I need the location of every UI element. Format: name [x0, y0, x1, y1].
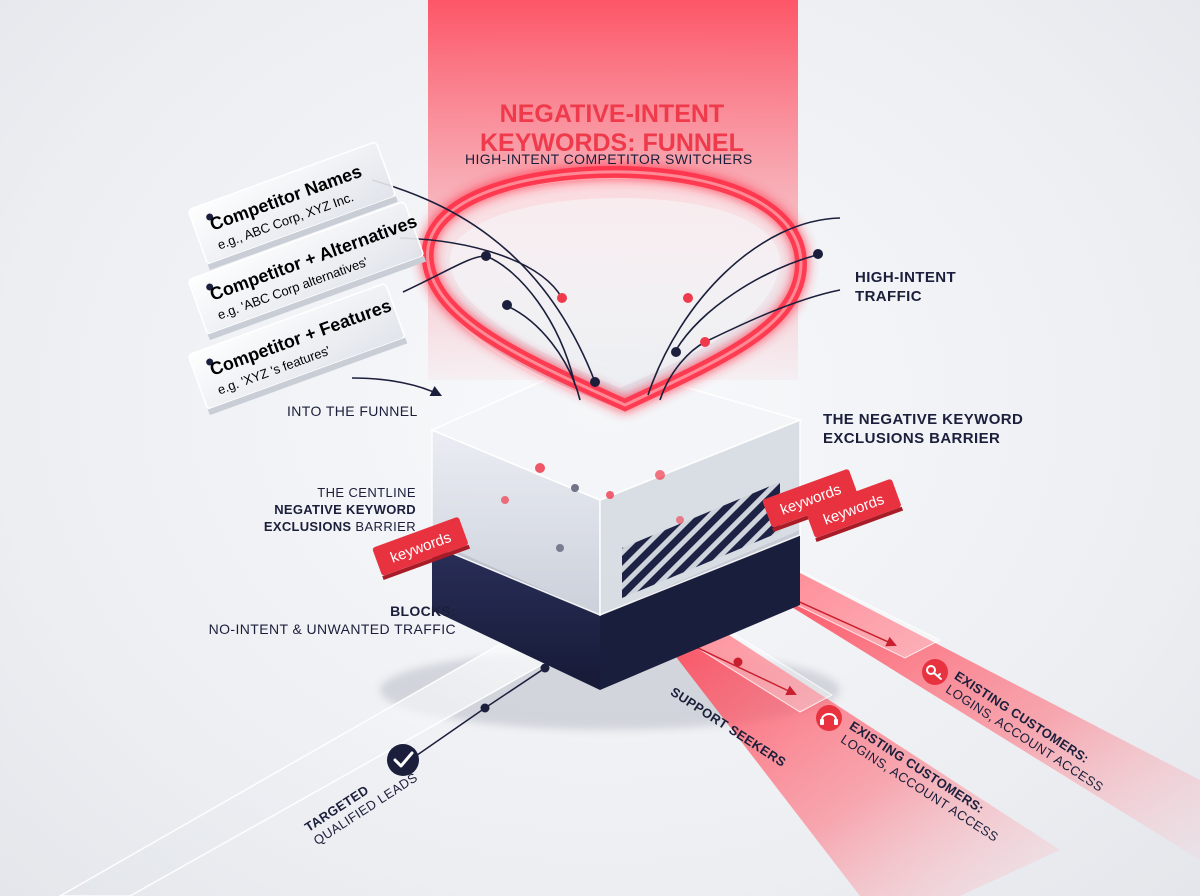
high-intent-line-1: HIGH-INTENT [855, 268, 956, 287]
input-dot [481, 251, 491, 261]
particle [501, 496, 509, 504]
into-funnel-arrow [352, 378, 440, 395]
barrier-line-1: THE NEGATIVE KEYWORD [823, 410, 1023, 429]
particle [535, 463, 545, 473]
particle [655, 470, 665, 480]
barrier-line-2: EXCLUSIONS BARRIER [823, 429, 1023, 448]
input-dot [557, 293, 567, 303]
into-funnel-label: INTO THE FUNNEL [287, 403, 418, 419]
traffic-dot [700, 337, 710, 347]
high-intent-line-2: TRAFFIC [855, 287, 956, 306]
headset-icon [816, 705, 842, 731]
particle [571, 484, 579, 492]
blocks-line-2: NO-INTENT & UNWANTED TRAFFIC [186, 620, 456, 638]
path-dot [481, 704, 490, 713]
centline-bold: EXCLUSIONS [264, 519, 352, 534]
high-intent-traffic-label: HIGH-INTENT TRAFFIC [855, 268, 956, 306]
particle [606, 491, 614, 499]
path-dot [734, 658, 743, 667]
centline-rest: BARRIER [351, 519, 416, 534]
centline-line-1: THE CENTLINE [260, 484, 416, 501]
input-dot [502, 300, 512, 310]
centline-line-3: EXCLUSIONS BARRIER [260, 518, 416, 535]
key-icon [922, 659, 948, 685]
input-dot [590, 377, 600, 387]
centline-label: THE CENTLINE NEGATIVE KEYWORD EXCLUSIONS… [260, 484, 416, 535]
blocks-label: BLOCKS: NO-INTENT & UNWANTED TRAFFIC [186, 602, 456, 638]
traffic-dot [813, 249, 823, 259]
centline-line-2: NEGATIVE KEYWORD [260, 501, 416, 518]
barrier-label: THE NEGATIVE KEYWORD EXCLUSIONS BARRIER [823, 410, 1023, 448]
traffic-dot [683, 293, 693, 303]
blocks-line-1: BLOCKS: [186, 602, 456, 620]
diagram-subtitle: HIGH-INTENT COMPETITOR SWITCHERS [465, 151, 753, 167]
particle [556, 544, 564, 552]
particle [676, 516, 684, 524]
targeted-path [60, 610, 600, 896]
title-line-1: NEGATIVE-INTENT [480, 100, 744, 129]
traffic-dot [671, 347, 681, 357]
diagram-title: NEGATIVE-INTENT KEYWORDS: FUNNEL [480, 100, 744, 158]
